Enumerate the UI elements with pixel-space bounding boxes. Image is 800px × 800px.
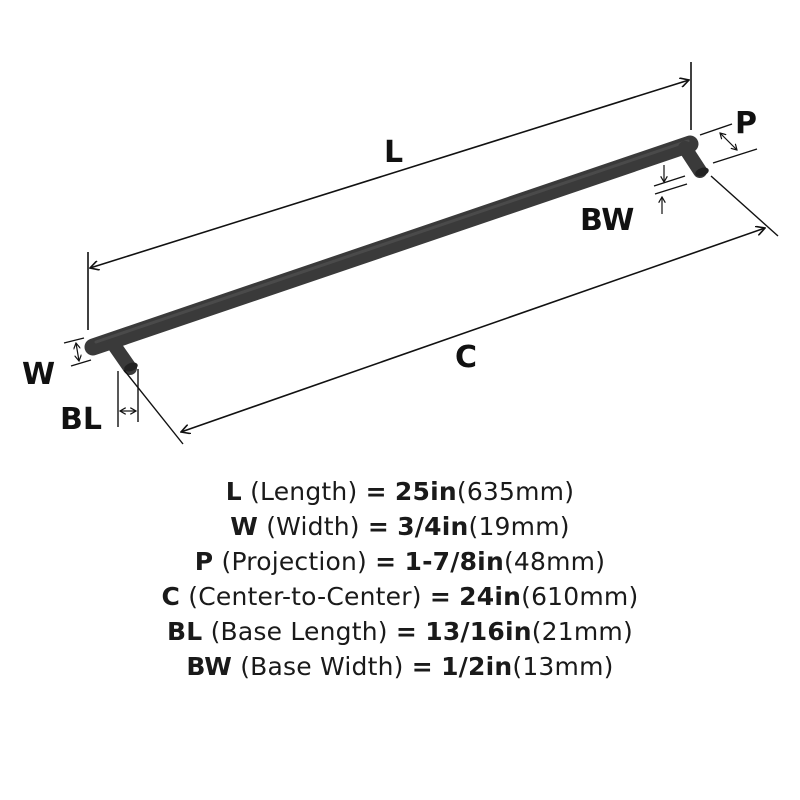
spec-value-imperial: 25in (394, 477, 457, 506)
dimension-base-width: BW (580, 165, 688, 238)
dimension-center-to-center: C (123, 175, 779, 445)
spec-equals: = (429, 582, 451, 611)
spec-base-length: BL (Base Length) = 13/16in(21mm) (0, 614, 800, 649)
spec-value-metric: (610mm) (521, 582, 639, 611)
spec-base-width: BW (Base Width) = 1/2in(13mm) (0, 649, 800, 684)
spec-name: (Projection) (221, 547, 368, 576)
label-L: L (384, 135, 403, 170)
spec-projection: P (Projection) = 1-7/8in(48mm) (0, 544, 800, 579)
spec-equals: = (365, 477, 387, 506)
spec-abbr: BL (167, 617, 203, 646)
spec-abbr: C (161, 582, 181, 611)
label-C: C (455, 340, 477, 375)
spec-abbr: L (225, 477, 242, 506)
spec-name: (Base Length) (210, 617, 388, 646)
spec-value-metric: (19mm) (468, 512, 570, 541)
dimension-width: W (22, 337, 92, 392)
spec-value-metric: (635mm) (456, 477, 575, 506)
left-post (107, 338, 138, 375)
dimension-length: L (87, 62, 692, 330)
spec-abbr: P (194, 547, 214, 576)
spec-name: (Width) (266, 512, 360, 541)
dimension-base-length: BL (60, 369, 139, 437)
label-P: P (735, 106, 757, 141)
label-W: W (22, 357, 55, 392)
spec-value-metric: (13mm) (512, 652, 614, 681)
label-BW: BW (580, 203, 634, 238)
spec-width: W (Width) = 3/4in(19mm) (0, 509, 800, 544)
spec-abbr: BW (186, 652, 233, 681)
spec-value-imperial: 1/2in (441, 652, 513, 681)
spec-name: (Base Width) (240, 652, 404, 681)
label-BL: BL (60, 402, 102, 437)
specifications-list: L (Length) = 25in(635mm) W (Width) = 3/4… (0, 474, 800, 684)
spec-equals: = (395, 617, 418, 646)
dimension-projection: P (699, 106, 758, 164)
spec-value-imperial: 1-7/8in (404, 547, 504, 576)
spec-equals: = (375, 547, 397, 576)
spec-name: (Length) (250, 477, 358, 506)
spec-length: L (Length) = 25in(635mm) (0, 474, 800, 509)
spec-center-to-center: C (Center-to-Center) = 24in(610mm) (0, 579, 800, 614)
spec-equals: = (367, 512, 390, 541)
bar-pull-handle (84, 135, 709, 375)
spec-value-metric: (48mm) (503, 547, 606, 576)
spec-abbr: W (230, 512, 259, 541)
spec-equals: = (411, 652, 433, 681)
bar-pull-dimension-diagram: L W BL C P BW (22, 62, 779, 445)
spec-name: (Center-to-Center) (188, 582, 422, 611)
spec-value-imperial: 24in (459, 582, 522, 611)
spec-value-metric: (21mm) (531, 617, 633, 646)
right-post (678, 141, 709, 178)
spec-value-imperial: 3/4in (397, 512, 469, 541)
spec-value-imperial: 13/16in (425, 617, 532, 646)
